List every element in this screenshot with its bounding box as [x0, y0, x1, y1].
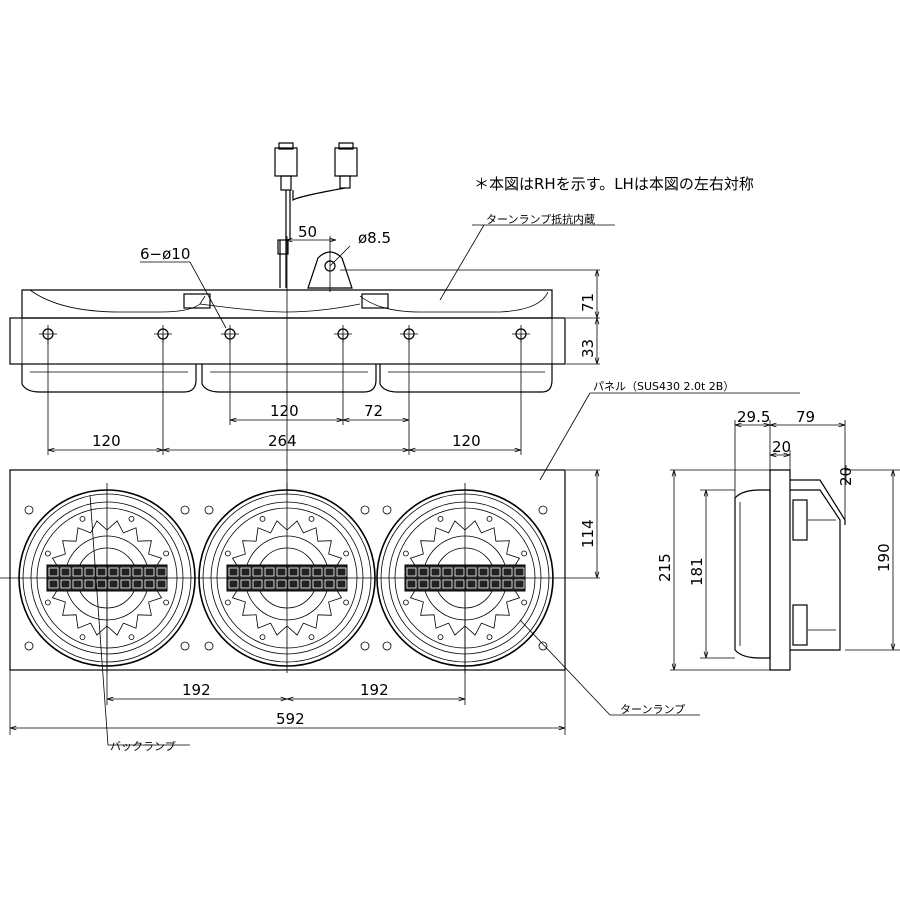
dim-592: 592	[276, 710, 305, 728]
side-view	[670, 420, 900, 671]
lamp-unit	[376, 483, 554, 673]
dim-215: 215	[656, 553, 674, 582]
lamp-lenses-side	[21, 364, 553, 393]
dim-79: 79	[796, 408, 815, 426]
dim-20-horizontal: 20	[772, 438, 791, 456]
dim-72: 72	[364, 402, 383, 420]
panel-outline	[9, 469, 566, 671]
wire-connectors	[274, 142, 358, 288]
dim-20-vertical: 20	[837, 467, 855, 486]
dim-120-mid: 120	[270, 402, 299, 420]
label-turn-resistor: ターンランプ抵抗内蔵	[486, 212, 595, 226]
top-view	[9, 142, 800, 495]
dim-192-right: 192	[360, 681, 389, 699]
front-view	[0, 469, 700, 746]
mounting-holes	[39, 325, 530, 343]
mount-bracket	[307, 236, 353, 292]
lamp-units	[18, 483, 554, 673]
drawing-note: ＊本図はRHを示す。LHは本図の左右対称	[474, 175, 754, 193]
dim-29-5: 29.5	[737, 408, 770, 426]
housing-body	[9, 289, 566, 365]
dim-120-left: 120	[92, 432, 121, 450]
dim-190: 190	[875, 543, 893, 572]
dim-50: 50	[298, 223, 317, 241]
dim-71: 71	[579, 293, 597, 312]
dim-114: 114	[579, 519, 597, 548]
dim-192-left: 192	[182, 681, 211, 699]
dim-33: 33	[579, 339, 597, 358]
dim-8-5: ø8.5	[358, 229, 391, 247]
label-panel: パネル（SUS430 2.0t 2B）	[593, 380, 734, 393]
dim-holes: 6−ø10	[140, 245, 190, 263]
lamp-unit	[198, 483, 376, 673]
label-back-lamp: バックランプ	[110, 740, 176, 753]
dim-181: 181	[688, 557, 706, 586]
dim-264: 264	[268, 432, 297, 450]
label-turn-lamp: ターンランプ	[620, 703, 685, 716]
dim-120-right: 120	[452, 432, 481, 450]
